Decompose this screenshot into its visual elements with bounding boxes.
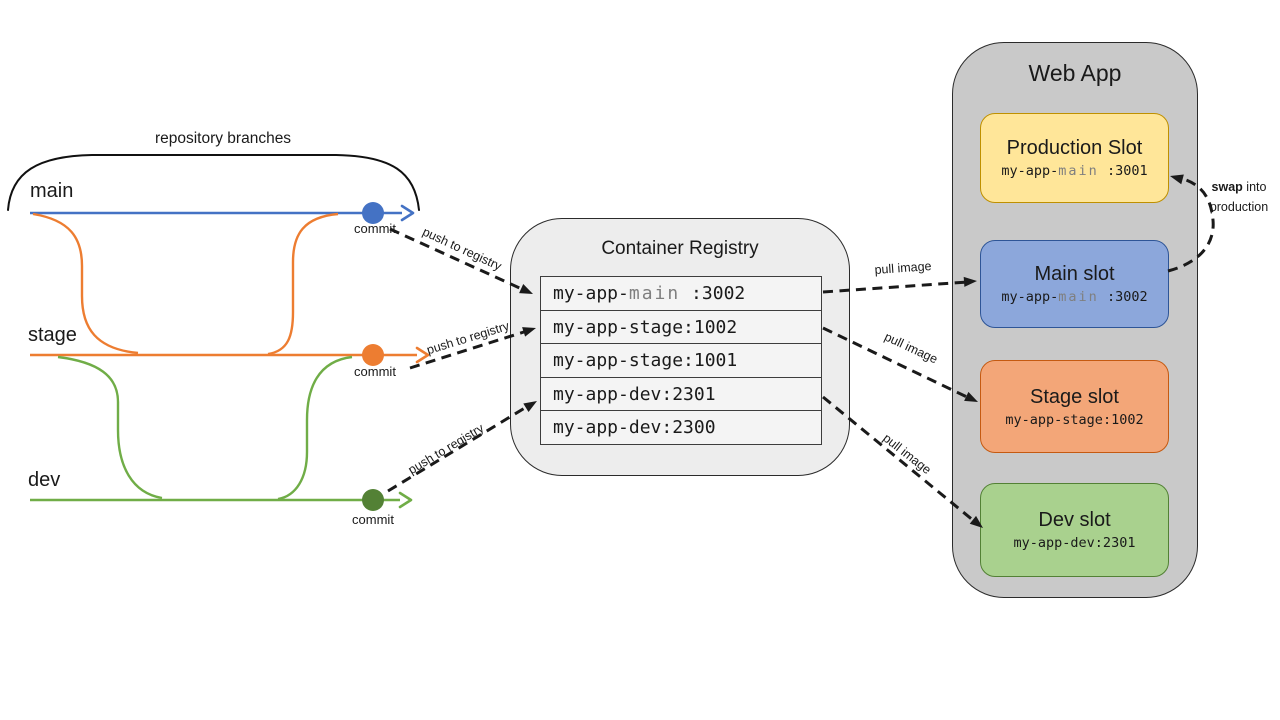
- image-name: my-app-stage:1001: [553, 350, 738, 371]
- branch-label-stage: stage: [28, 324, 77, 346]
- image-tag: :3002: [680, 283, 746, 304]
- stage-merge-curve: [267, 212, 339, 356]
- registry-row: my-app-main :3002: [540, 276, 822, 311]
- dev-branch-fork-curve: [57, 355, 163, 500]
- registry-row: my-app-dev:2300: [540, 410, 822, 445]
- registry-row: my-app-stage:1002: [540, 309, 822, 345]
- registry-image-table: my-app-main :3002 my-app-stage:1002 my-a…: [540, 276, 822, 445]
- main-slot: Main slot my-app-main :3002: [980, 240, 1169, 328]
- pull-label-dev: pull image: [880, 430, 934, 478]
- push-label-stage: push to registry: [425, 318, 511, 358]
- container-registry-title: Container Registry: [601, 238, 759, 259]
- image-name: my-app-dev:2300: [553, 417, 716, 438]
- swap-label: swap into production: [1209, 180, 1269, 214]
- dev-commit-dot: [362, 489, 384, 511]
- main-slot-image: my-app-main :3002: [1001, 289, 1148, 305]
- branch-label-main: main: [30, 180, 74, 202]
- dev-slot-image: my-app-dev:2301: [1013, 535, 1136, 551]
- dev-branch-arrowhead: [398, 491, 413, 509]
- image-name: my-app-stage:1002: [553, 316, 738, 338]
- registry-row: my-app-dev:2301: [540, 376, 822, 412]
- pull-label-stage: pull image: [882, 329, 940, 367]
- stage-commit-dot: [362, 344, 384, 366]
- image-name: my-app-: [553, 283, 629, 304]
- image-name: my-app-dev:2301: [553, 383, 716, 405]
- dev-slot: Dev slot my-app-dev:2301: [980, 483, 1169, 577]
- dev-slot-title: Dev slot: [1038, 509, 1111, 531]
- stage-slot: Stage slot my-app-stage:1002: [980, 360, 1169, 453]
- stage-slot-title: Stage slot: [1030, 385, 1119, 408]
- main-branch-arrowhead: [400, 204, 415, 222]
- main-slot-title: Main slot: [1034, 263, 1115, 285]
- commit-label-main: commit: [354, 221, 396, 236]
- push-label-main: push to registry: [420, 224, 504, 274]
- commit-label-stage: commit: [354, 364, 396, 379]
- commit-label-dev: commit: [352, 512, 394, 527]
- production-slot-title: Production Slot: [1006, 137, 1143, 159]
- web-app-title: Web App: [1028, 60, 1122, 86]
- repository-branches-label: repository branches: [154, 130, 292, 147]
- image-name-em: main: [628, 283, 681, 304]
- branch-label-dev: dev: [28, 469, 61, 491]
- production-slot: Production Slot my-app-main :3001: [980, 113, 1169, 203]
- production-slot-image: my-app-main :3001: [1001, 163, 1148, 179]
- push-label-dev: push to registry: [405, 420, 487, 478]
- pull-label-main: pull image: [874, 259, 932, 277]
- stage-slot-image: my-app-stage:1002: [1005, 411, 1144, 428]
- registry-row: my-app-stage:1001: [540, 343, 822, 378]
